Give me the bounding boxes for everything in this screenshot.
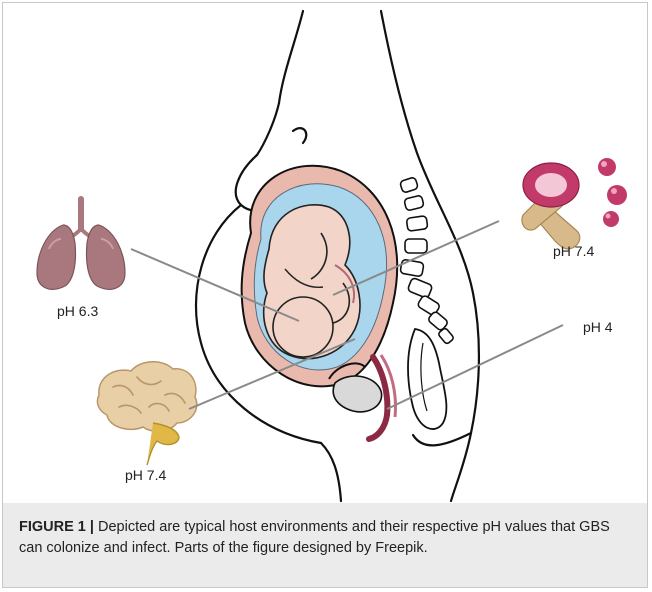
figure-caption: FIGURE 1 | Depicted are typical host env… [19, 517, 631, 559]
caption-panel: FIGURE 1 | Depicted are typical host env… [3, 503, 647, 587]
label-brain-ph: pH 7.4 [125, 467, 166, 483]
blood-cells-icon [522, 158, 627, 249]
figure-caption-text: Depicted are typical host environments a… [19, 519, 610, 556]
label-vagina-ph: pH 4 [583, 319, 613, 335]
lungs-icon [37, 199, 125, 289]
label-blood-ph: pH 7.4 [553, 243, 594, 259]
brain-icon [97, 362, 196, 465]
figure-label: FIGURE 1 | [19, 519, 94, 535]
label-lungs-ph: pH 6.3 [57, 303, 98, 319]
